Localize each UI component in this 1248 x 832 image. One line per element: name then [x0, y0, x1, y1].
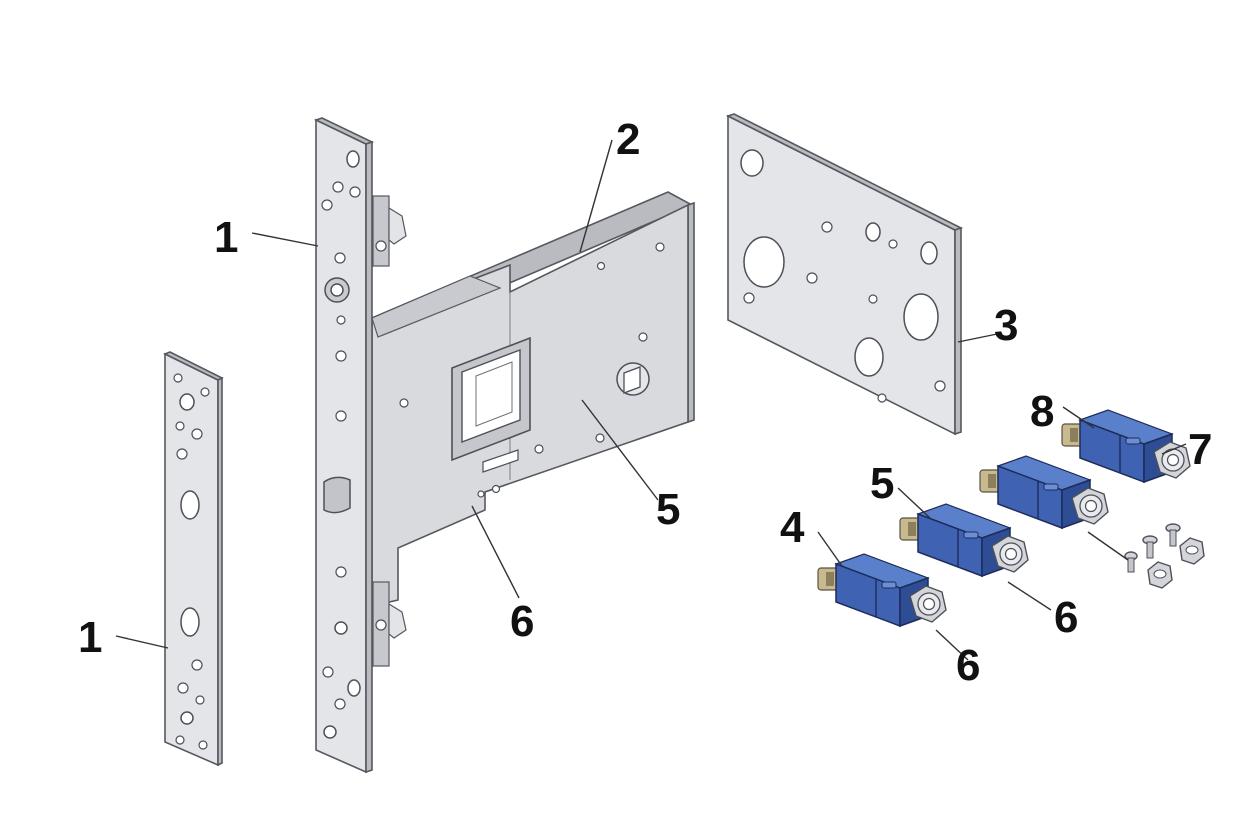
- callout-8: 8: [1030, 387, 1054, 436]
- callout-6-middle: 6: [1054, 593, 1078, 642]
- lock-case-icon: [370, 191, 695, 667]
- leader-lines: [115, 139, 1187, 661]
- cylinder-icon: [817, 553, 947, 627]
- callout-1-faceplate: 1: [214, 213, 238, 262]
- callout-3: 3: [994, 301, 1018, 350]
- screw-icon: [1124, 523, 1205, 589]
- callout-5-cylinder: 5: [870, 459, 894, 508]
- callout-6-front: 6: [956, 641, 980, 690]
- callout-4: 4: [780, 503, 805, 552]
- callout-5-case: 5: [656, 485, 680, 534]
- cylinder-icon: [899, 503, 1029, 577]
- cylinder-icon: [979, 455, 1109, 529]
- cylinder-icon: [1061, 409, 1191, 483]
- callout-6-case: 6: [510, 597, 534, 646]
- callout-1-strike-plate: 1: [78, 613, 102, 662]
- strike-plate-icon: [163, 351, 224, 767]
- callout-2: 2: [616, 115, 640, 164]
- faceplate-icon: [313, 117, 375, 774]
- cover-plate-icon: [725, 113, 964, 436]
- callout-7: 7: [1188, 425, 1212, 474]
